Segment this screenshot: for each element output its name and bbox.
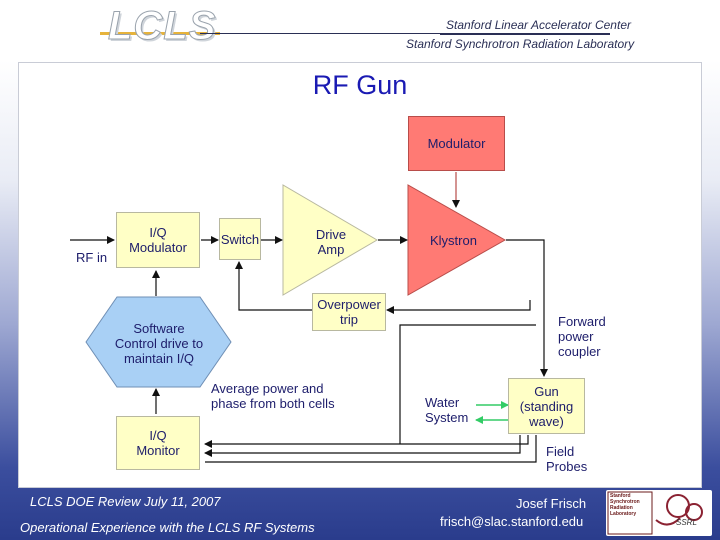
header-rule-1: [440, 33, 610, 35]
probe-line-1: [204, 435, 521, 457]
software-line1: Software: [133, 320, 185, 336]
iq-monitor-line2: Monitor: [136, 443, 180, 458]
footer-talk-title: Operational Experience with the LCLS RF …: [20, 520, 315, 535]
probe-line-3: [205, 435, 537, 463]
probes-line2: Probes: [546, 459, 588, 474]
forward-coupler-label: Forward power coupler: [558, 314, 606, 359]
iq-modulator-line1: I/Q: [149, 225, 167, 240]
software-line2: Control drive to: [114, 335, 204, 351]
ssrl-mark-3: Radiation: [610, 505, 633, 511]
ssrl-mark-2: Synchrotron: [610, 499, 640, 505]
lab-name-2: Stanford Synchrotron Radiation Laborator…: [406, 37, 635, 51]
footer-review: LCLS DOE Review July 11, 2007: [30, 494, 221, 509]
average-power-label: Average power and phase from both cells: [211, 381, 335, 411]
footer-author: Josef Frisch: [516, 496, 587, 511]
coupler-avg-line: [399, 324, 536, 444]
ssrl-mark-4: Laboratory: [610, 511, 637, 517]
coupler-line2: power: [558, 329, 594, 344]
lab-name-1: Stanford Linear Accelerator Center: [446, 18, 631, 32]
average-line2: phase from both cells: [211, 396, 335, 411]
logo-underline: [100, 32, 220, 35]
probe-line-2: [204, 435, 529, 448]
klystron-triangle: [407, 184, 507, 296]
gun-line1: Gun: [534, 383, 559, 399]
drive-amp-triangle: [282, 184, 378, 296]
gun-line2: (standing: [519, 398, 574, 414]
modulator-box: Modulator: [408, 116, 505, 171]
lcls-logo: LCLS: [107, 4, 217, 49]
switch-label: Switch: [220, 231, 260, 247]
iq-modulator-line2: Modulator: [129, 240, 187, 255]
switch-box: Switch: [219, 218, 261, 260]
slide-title: RF Gun: [312, 70, 408, 100]
overpower-line1: Overpower: [317, 297, 381, 312]
overpower-line2: trip: [339, 312, 359, 327]
water-line1: Water: [425, 395, 460, 410]
gun-line3: wave): [529, 413, 564, 429]
field-probes-label: Field Probes: [546, 444, 587, 474]
ssrl-tag: SSRL: [676, 518, 697, 527]
coupler-trip-arrow: [386, 300, 531, 314]
coupler-line3: coupler: [558, 344, 601, 359]
klystron-label: Klystron: [430, 233, 477, 248]
modulator-label: Modulator: [427, 136, 486, 151]
ssrl-mark-text: Stanford Synchrotron Radiation Laborator…: [610, 493, 640, 517]
drive-amp-line2: Amp: [317, 242, 345, 257]
header-rule-2: [200, 33, 440, 34]
iq-monitor-line1: I/Q: [149, 428, 167, 443]
water-system-label: Water System: [425, 395, 468, 425]
probes-line1: Field: [546, 444, 575, 459]
software-hexagon: [85, 296, 232, 388]
rf-in-label: RF in: [76, 250, 108, 265]
software-line3: maintain I/Q: [123, 350, 195, 366]
trip-switch-arrow: [235, 261, 312, 311]
klystron-gun-line: [506, 239, 548, 377]
footer-email: frisch@slac.stanford.edu: [440, 514, 584, 529]
ssrl-mark-1: Stanford: [610, 493, 631, 499]
drive-amp-line1: Drive: [315, 227, 347, 242]
coupler-line1: Forward: [558, 314, 606, 329]
water-line2: System: [425, 410, 469, 425]
ssrl-logo: [606, 490, 712, 536]
header-bar: LCLS Stanford Linear Accelerator Center …: [0, 0, 720, 60]
ssrl-rings-icon: [607, 491, 703, 535]
average-line1: Average power and: [211, 381, 324, 396]
